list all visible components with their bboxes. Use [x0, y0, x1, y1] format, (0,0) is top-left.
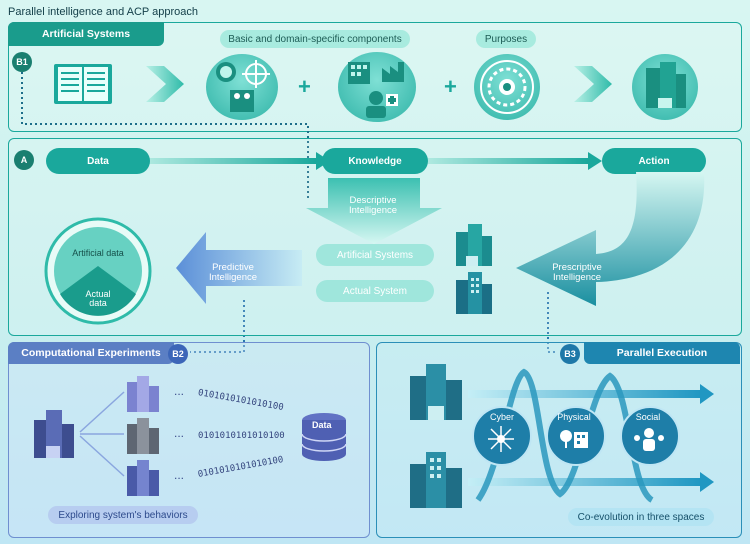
- lower-buildings-icon: [410, 452, 462, 508]
- badge-a: A: [14, 150, 34, 170]
- book-icon: [54, 64, 112, 104]
- experiment-buildings-icon: [127, 418, 159, 454]
- upper-buildings-icon: [410, 364, 462, 420]
- physical-label: Physical: [557, 412, 591, 422]
- computational-experiments-tab: Computational Experiments: [8, 342, 174, 364]
- predictive-arrow: [176, 232, 302, 304]
- badge-b3: B3: [560, 344, 580, 364]
- plus-sign: +: [444, 74, 457, 99]
- binary-stream-2: 0101010101010100: [198, 431, 285, 441]
- descriptive-intelligence-label: Descriptive Intelligence: [348, 195, 398, 216]
- dots-1: ...: [174, 384, 185, 398]
- chevron-arrow-icon: [574, 66, 612, 102]
- artificial-buildings-icon: [456, 224, 492, 266]
- page-title: Parallel intelligence and ACP approach: [8, 6, 198, 18]
- chevron-arrow-icon: [146, 66, 184, 102]
- prescriptive-intelligence-label: Prescriptive Intelligence: [552, 262, 602, 283]
- purposes-label-pill: Purposes: [476, 30, 536, 48]
- components-label-pill: Basic and domain-specific components: [220, 30, 410, 48]
- network-icon: [488, 426, 514, 452]
- descriptive-arrow: [306, 178, 442, 244]
- badge-b2: B2: [168, 344, 188, 364]
- exploring-behaviors-caption: Exploring system's behaviors: [48, 506, 198, 524]
- parallel-execution-tab: Parallel Execution: [584, 342, 740, 364]
- experiment-buildings-icon: [127, 460, 159, 496]
- factory-doctor-icon: [338, 52, 416, 122]
- globe-network-people-icon: [206, 54, 278, 120]
- city-buildings-icon: [632, 54, 698, 120]
- actual-system-pill: Actual System: [316, 280, 434, 302]
- social-label: Social: [635, 412, 661, 422]
- factory-tree-icon: [560, 430, 588, 448]
- artificial-systems-pill: Artificial Systems: [316, 244, 434, 266]
- data-node: Data: [46, 148, 150, 174]
- prescriptive-arrow: [516, 172, 705, 306]
- actual-data-label: Actual data: [85, 289, 111, 309]
- action-node: Action: [602, 148, 706, 174]
- database-icon: [301, 413, 347, 461]
- database-label: Data: [312, 420, 332, 430]
- data-circle-diagram: [44, 217, 152, 325]
- predictive-intelligence-label: Predictive Intelligence: [208, 262, 258, 283]
- artificial-systems-tab: Artificial Systems: [8, 22, 164, 46]
- cyber-label: Cyber: [489, 412, 514, 422]
- people-icon: [634, 428, 664, 451]
- dots-2: ...: [174, 426, 185, 440]
- dots-3: ...: [174, 468, 185, 482]
- plus-sign: +: [298, 74, 311, 99]
- badge-b1: B1: [12, 52, 32, 72]
- artificial-data-label: Artificial data: [72, 248, 124, 258]
- target-wheel-icon: [474, 54, 540, 120]
- source-buildings-icon: [34, 410, 74, 458]
- knowledge-node: Knowledge: [322, 148, 428, 174]
- experiment-buildings-icon: [127, 376, 159, 412]
- actual-buildings-icon: [456, 272, 492, 314]
- co-evolution-caption: Co-evolution in three spaces: [568, 508, 714, 526]
